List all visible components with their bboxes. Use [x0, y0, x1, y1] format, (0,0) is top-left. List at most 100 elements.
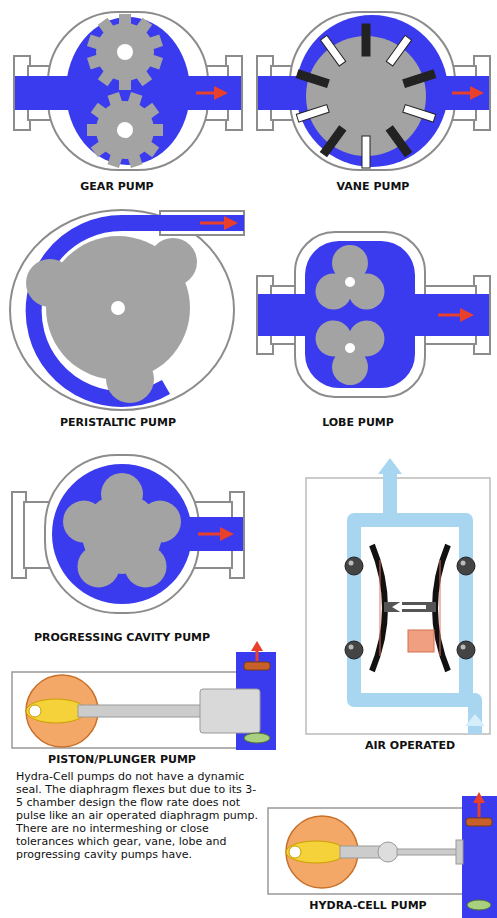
- hydra-cell-pump-part: [467, 900, 491, 910]
- vane-pump-part: [290, 12, 455, 170]
- air-operated-pump-part-part: [461, 561, 466, 566]
- progressing-cavity-pump-part-part: [125, 545, 167, 587]
- pump-caption: VANE PUMP: [337, 180, 410, 193]
- piston-plunger-pump-part: [78, 705, 202, 717]
- peristaltic-pump-part: [10, 210, 234, 410]
- progressing-cavity-pump-part-part: [101, 473, 143, 515]
- hydra-cell-pump-part: [478, 802, 481, 817]
- label-slot: PROGRESSING CAVITY PUMP: [34, 631, 210, 644]
- air-operated-pump-part-part: [349, 645, 354, 650]
- air-operated-pump-part: [378, 458, 402, 474]
- vane-pump-part-part: [403, 70, 436, 87]
- progressing-cavity-pump-part-part: [139, 501, 181, 543]
- piston-plunger-pump-part: [200, 689, 260, 733]
- air-operated-pump-part: [408, 630, 434, 652]
- progressing-cavity-pump: [12, 455, 244, 613]
- air-operated-pump-part: [372, 545, 385, 671]
- air-operated-pump-part: [349, 561, 466, 650]
- pump-caption: PROGRESSING CAVITY PUMP: [34, 631, 210, 644]
- air-operated-pump-part: [440, 560, 441, 656]
- air-operated-pump-part-part: [347, 566, 361, 650]
- lobe-pump-part: [295, 232, 425, 397]
- label-slot: GEAR PUMP: [80, 180, 153, 193]
- air-operated-pump-part: [435, 545, 448, 671]
- air-operated-pump-part: [465, 714, 485, 726]
- progressing-cavity-pump-part: [220, 527, 234, 541]
- piston-plunger-pump-part: [29, 705, 41, 717]
- air-operated-pump-part: [306, 478, 490, 734]
- air-operated-pump-part-part: [345, 557, 363, 575]
- air-operated-pump-part-part: [383, 472, 397, 520]
- hydra-cell-pump-part: [397, 849, 457, 855]
- vane-pump-part-part: [320, 35, 345, 66]
- peristaltic-pump-part: [106, 355, 154, 403]
- pump-caption: AIR OPERATED: [365, 739, 455, 752]
- label-slot: HYDRA-CELL PUMP: [309, 899, 426, 912]
- air-operated-pump-part-part: [457, 557, 475, 575]
- pump-caption: LOBE PUMP: [322, 416, 394, 429]
- air-operated-pump-part: [354, 472, 475, 734]
- progressing-cavity-pump-part: [52, 464, 192, 604]
- gear-pump-part: [196, 92, 216, 95]
- lobe-pump-part: [460, 308, 474, 322]
- progressing-cavity-pump-part-part: [78, 545, 120, 587]
- lobe-pump-part: [438, 314, 462, 317]
- vane-pump-part-part: [362, 136, 370, 168]
- pump-caption: GEAR PUMP: [80, 180, 153, 193]
- label-slot: LOBE PUMP: [322, 416, 394, 429]
- hydra-cell-pump-part: [378, 842, 398, 862]
- hydra-cell-pump-part: [286, 841, 346, 863]
- air-operated-pump-part-part: [354, 520, 466, 566]
- label-slot: AIR OPERATED: [365, 739, 455, 752]
- peristaltic-pump-part: [26, 259, 74, 307]
- lobe-pump-part: [309, 300, 399, 392]
- progressing-cavity-pump-part: [63, 473, 181, 587]
- pump-caption: PERISTALTIC PUMP: [60, 416, 176, 429]
- piston-plunger-pump-part: [251, 641, 263, 651]
- piston-plunger-pump-part: [26, 699, 86, 723]
- air-operated-pump-part: [392, 601, 426, 613]
- peristaltic-pump-part: [149, 238, 197, 286]
- hydra-cell-pump-part: [466, 818, 492, 826]
- peristaltic-pump-part: [200, 222, 226, 225]
- vane-pump: [257, 12, 490, 170]
- peristaltic-pump-part: [111, 301, 125, 315]
- hydra-cell-pump-part: [456, 840, 463, 864]
- vane-pump-part-part: [403, 105, 436, 122]
- pump-caption: HYDRA-CELL PUMP: [309, 899, 426, 912]
- vane-pump-part-part: [320, 126, 345, 157]
- air-operated-pump-part-part: [459, 566, 473, 650]
- peristaltic-pump-part: [224, 216, 238, 230]
- gear-pump-part: [77, 82, 173, 178]
- vane-pump-part: [296, 15, 448, 167]
- air-operated-pump-part: [380, 560, 381, 656]
- piston-plunger-pump: [12, 641, 276, 750]
- air-operated-pump-part-part: [457, 641, 475, 659]
- progressing-cavity-pump-part-part: [63, 501, 105, 543]
- piston-plunger-pump-part: [244, 662, 270, 670]
- vane-pump-part: [452, 92, 472, 95]
- label-slot: PERISTALTIC PUMP: [60, 416, 176, 429]
- vane-pump-part-part: [296, 70, 329, 87]
- air-operated-pump-part-part: [461, 645, 466, 650]
- hydra-cell-pump-part: [473, 792, 485, 803]
- progressing-cavity-pump-part: [198, 533, 222, 536]
- vane-pump-part: [296, 24, 435, 168]
- hydra-cell-pump-part: [289, 846, 301, 858]
- piston-plunger-pump-part: [256, 650, 259, 661]
- air-operated-pump-part: [384, 602, 436, 612]
- gear-pump: [14, 12, 242, 178]
- air-operated-pump-part: [345, 557, 475, 659]
- vane-pump-part-part: [386, 35, 411, 66]
- hydra-cell-pump: [268, 792, 497, 918]
- vane-pump-part-part: [296, 105, 329, 122]
- gear-pump-part: [87, 14, 163, 90]
- note-text: Hydra-Cell pumps do not have a dynamic s…: [16, 770, 262, 861]
- air-operated-pump: [306, 458, 490, 734]
- piston-plunger-pump-part: [244, 733, 270, 743]
- peristaltic-pump: [10, 210, 244, 410]
- gear-pump-part: [214, 86, 228, 100]
- hydra-cell-pump-part: [268, 808, 464, 894]
- label-slot: VANE PUMP: [337, 180, 410, 193]
